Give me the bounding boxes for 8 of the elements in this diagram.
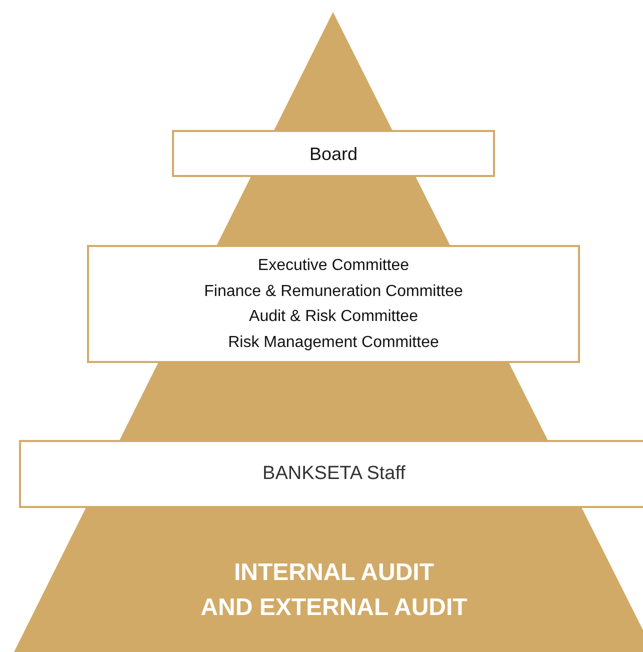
tier-label: Risk Management Committee [228, 332, 439, 352]
tier-label: Finance & Remuneration Committee [204, 282, 463, 302]
pyramid-base-label: INTERNAL AUDIT AND EXTERNAL AUDIT [200, 558, 468, 623]
tier-label: BANKSETA Staff [262, 462, 406, 486]
tier-box [19, 440, 643, 508]
tier-label: Audit & Risk Committee [249, 307, 418, 327]
tier-label: Board [309, 142, 358, 166]
tier-label: Executive Committee [258, 256, 410, 276]
